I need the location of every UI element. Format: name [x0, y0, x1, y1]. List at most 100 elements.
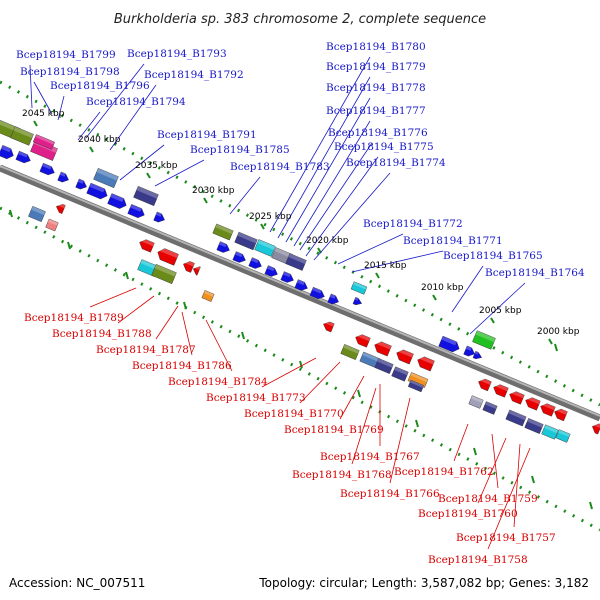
forward-gene [133, 185, 159, 207]
reverse-gene [201, 290, 215, 302]
scale-tick [203, 197, 208, 204]
reverse-gene [525, 395, 541, 411]
leader-line [451, 265, 484, 313]
forward-gene [39, 162, 55, 176]
leader-line [181, 311, 193, 356]
gene-label-forward: Bcep18194_B1777 [326, 105, 426, 117]
gene-label-forward: Bcep18194_B1778 [326, 82, 426, 94]
leader-line [277, 76, 371, 239]
leader-line [299, 361, 341, 404]
gene-label-forward: Bcep18194_B1785 [190, 144, 290, 156]
scale-label: 2005 kbp [479, 306, 522, 316]
chromosome-backbone [0, 164, 600, 422]
gene-label-forward: Bcep18194_B1796 [50, 80, 150, 92]
reverse-gene [340, 344, 360, 360]
scale-tick [33, 120, 38, 127]
reverse-gene [157, 246, 179, 266]
reverse-gene [592, 421, 600, 435]
leader-line [389, 397, 411, 484]
gene-label-reverse: Bcep18194_B1767 [320, 451, 420, 463]
gene-label-reverse: Bcep18194_B1759 [438, 493, 538, 505]
forward-gene [352, 296, 363, 306]
leader-line [119, 144, 165, 181]
gene-label-reverse: Bcep18194_B1770 [244, 408, 344, 420]
forward-gene [309, 286, 325, 300]
leader-line [205, 319, 233, 372]
reverse-gene [28, 205, 46, 223]
reverse-gene [323, 319, 335, 333]
reverse-gene [468, 395, 484, 409]
gene-label-forward: Bcep18194_B1774 [346, 157, 446, 169]
leader-line [154, 159, 205, 187]
leader-line [513, 443, 521, 528]
scale-tick [589, 501, 593, 510]
reverse-gene [509, 389, 525, 405]
leader-line [487, 447, 531, 550]
gene-label-forward: Bcep18194_B1794 [86, 96, 186, 108]
scale-tick [357, 389, 361, 398]
forward-gene [57, 171, 69, 183]
accession-text: Accession: NC_007511 [9, 576, 145, 590]
reverse-gene [45, 218, 59, 232]
gene-label-forward: Bcep18194_B1791 [157, 129, 257, 141]
gene-label-forward: Bcep18194_B1764 [485, 267, 585, 279]
scale-label: 2000 kbp [537, 327, 580, 337]
gene-features [0, 119, 600, 443]
gene-label-reverse: Bcep18194_B1762 [394, 466, 494, 478]
gene-label-forward: Bcep18194_B1792 [144, 69, 244, 81]
leader-line [29, 64, 33, 109]
gene-label-reverse: Bcep18194_B1789 [24, 312, 124, 324]
forward-gene [472, 350, 483, 360]
forward-gene [107, 193, 127, 209]
reverse-gene [540, 401, 556, 417]
scale-tick [299, 360, 303, 369]
leader-line [89, 287, 137, 308]
leader-line [299, 142, 373, 251]
gene-label-forward: Bcep18194_B1798 [20, 66, 120, 78]
scale-tick [375, 272, 380, 279]
reverse-gene [56, 202, 66, 214]
reverse-gene [407, 372, 429, 388]
scale-tick [473, 447, 477, 456]
scale-tick [260, 223, 265, 230]
gene-label-forward: Bcep18194_B1775 [334, 141, 434, 153]
forward-gene [294, 279, 308, 291]
gene-label-reverse: Bcep18194_B1758 [428, 554, 528, 566]
leader-line [469, 282, 526, 335]
leader-line [305, 156, 379, 257]
gene-label-forward: Bcep18194_B1779 [326, 61, 426, 73]
forward-gene [438, 335, 460, 353]
leader-line [313, 172, 391, 261]
leader-line [261, 357, 317, 388]
forward-gene [15, 150, 31, 164]
reverse-gene [391, 366, 409, 382]
forward-gene [86, 182, 108, 200]
gene-label-forward: Bcep18194_B1783 [230, 161, 330, 173]
leader-line [351, 387, 377, 465]
gene-label-forward: Bcep18194_B1771 [403, 235, 503, 247]
reverse-gene [374, 339, 392, 357]
reverse-gene [396, 347, 414, 365]
gene-label-forward: Bcep18194_B1772 [363, 218, 463, 230]
gene-label-forward: Bcep18194_B1776 [328, 127, 428, 139]
forward-gene [280, 271, 294, 283]
forward-gene [285, 253, 307, 271]
scale-tick [415, 419, 419, 428]
leader-line [77, 111, 101, 141]
reverse-gene [505, 409, 527, 427]
gene-label-reverse: Bcep18194_B1784 [168, 376, 268, 388]
gene-label-reverse: Bcep18194_B1766 [340, 488, 440, 500]
gene-label-forward: Bcep18194_B1793 [127, 48, 227, 60]
reverse-gene [524, 418, 544, 434]
leader-line [109, 84, 157, 151]
reverse-gene [407, 379, 425, 393]
leader-line [269, 56, 371, 233]
leader-line [33, 81, 53, 115]
reverse-gene [554, 407, 568, 422]
forward-gene [93, 167, 119, 189]
topology-summary: Topology: circular; Length: 3,587,082 bp… [258, 576, 589, 590]
scale-tick [531, 475, 535, 484]
reverse-gene [541, 424, 559, 440]
forward-gene [248, 257, 262, 269]
